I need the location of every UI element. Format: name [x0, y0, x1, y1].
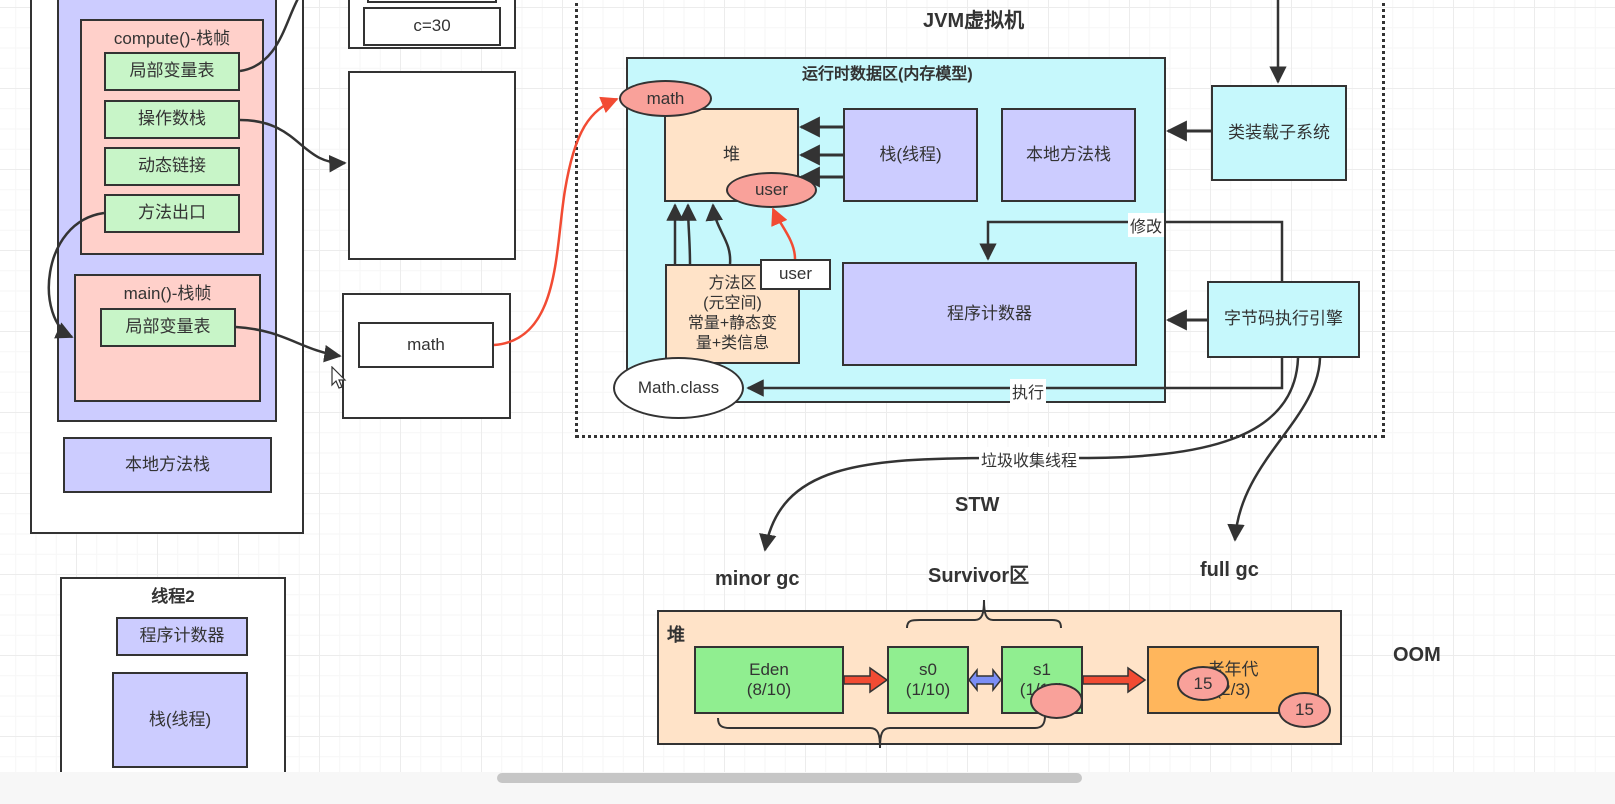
full-gc-label: full gc	[1200, 559, 1259, 581]
edge-label-modify: 修改	[1128, 213, 1165, 237]
jvm-stack[interactable]: 栈(线程)	[843, 108, 978, 202]
user-ref-box[interactable]: user	[760, 259, 831, 290]
heap-area[interactable]: 堆	[664, 108, 799, 202]
jvm-program-counter[interactable]: 程序计数器	[842, 262, 1137, 366]
survivor-label: Survivor区	[928, 565, 1030, 587]
stw-label: STW	[955, 494, 1000, 516]
class-loader-subsystem[interactable]: 类装载子系统	[1211, 85, 1347, 181]
user-object[interactable]: user	[726, 172, 817, 208]
local-var-slot-top	[367, 0, 497, 3]
compute-frame-title: compute()-栈帧	[113, 29, 231, 48]
gc-thread-label: 垃圾收集线程	[979, 447, 1080, 471]
math-ref-box[interactable]: math	[358, 322, 494, 368]
survivor-s0[interactable]: s0 (1/10)	[887, 646, 969, 714]
thread2-program-counter[interactable]: 程序计数器	[116, 617, 248, 656]
thread2-title: 线程2	[151, 587, 195, 606]
jvm-native-stack[interactable]: 本地方法栈	[1001, 108, 1136, 202]
bytecode-exec-engine[interactable]: 字节码执行引擎	[1207, 281, 1360, 358]
operand-stack-detail	[348, 71, 516, 260]
minor-gc-label: minor gc	[715, 568, 800, 590]
thread2-stack[interactable]: 栈(线程)	[112, 672, 248, 768]
jvm-title: JVM虚拟机	[923, 10, 1025, 32]
edge-label-execute: 执行	[1010, 379, 1047, 403]
compute-method-exit[interactable]: 方法出口	[104, 194, 240, 233]
compute-operand-stack[interactable]: 操作数栈	[104, 100, 240, 139]
runtime-data-area-title: 运行时数据区(内存模型)	[802, 66, 973, 83]
horizontal-scrollbar-thumb[interactable]	[497, 773, 1082, 783]
local-var-c[interactable]: c=30	[363, 7, 501, 46]
mouse-cursor-icon	[331, 366, 347, 389]
oom-label: OOM	[1393, 644, 1441, 666]
compute-local-vars[interactable]: 局部变量表	[104, 52, 240, 91]
gc-heap-title: 堆	[667, 625, 685, 645]
main-local-vars[interactable]: 局部变量表	[100, 308, 236, 347]
math-object[interactable]: math	[619, 80, 712, 117]
math-class-object[interactable]: Math.class	[613, 357, 744, 419]
s1-object[interactable]	[1030, 683, 1083, 719]
thread1-native-stack[interactable]: 本地方法栈	[63, 437, 272, 493]
eden-space[interactable]: Eden (8/10)	[694, 646, 844, 714]
old-gen-age-badge-1[interactable]: 15	[1177, 666, 1229, 701]
compute-dynamic-link[interactable]: 动态链接	[104, 147, 240, 186]
old-gen-age-badge-2[interactable]: 15	[1278, 692, 1331, 728]
main-frame-title: main()-栈帧	[123, 284, 212, 303]
